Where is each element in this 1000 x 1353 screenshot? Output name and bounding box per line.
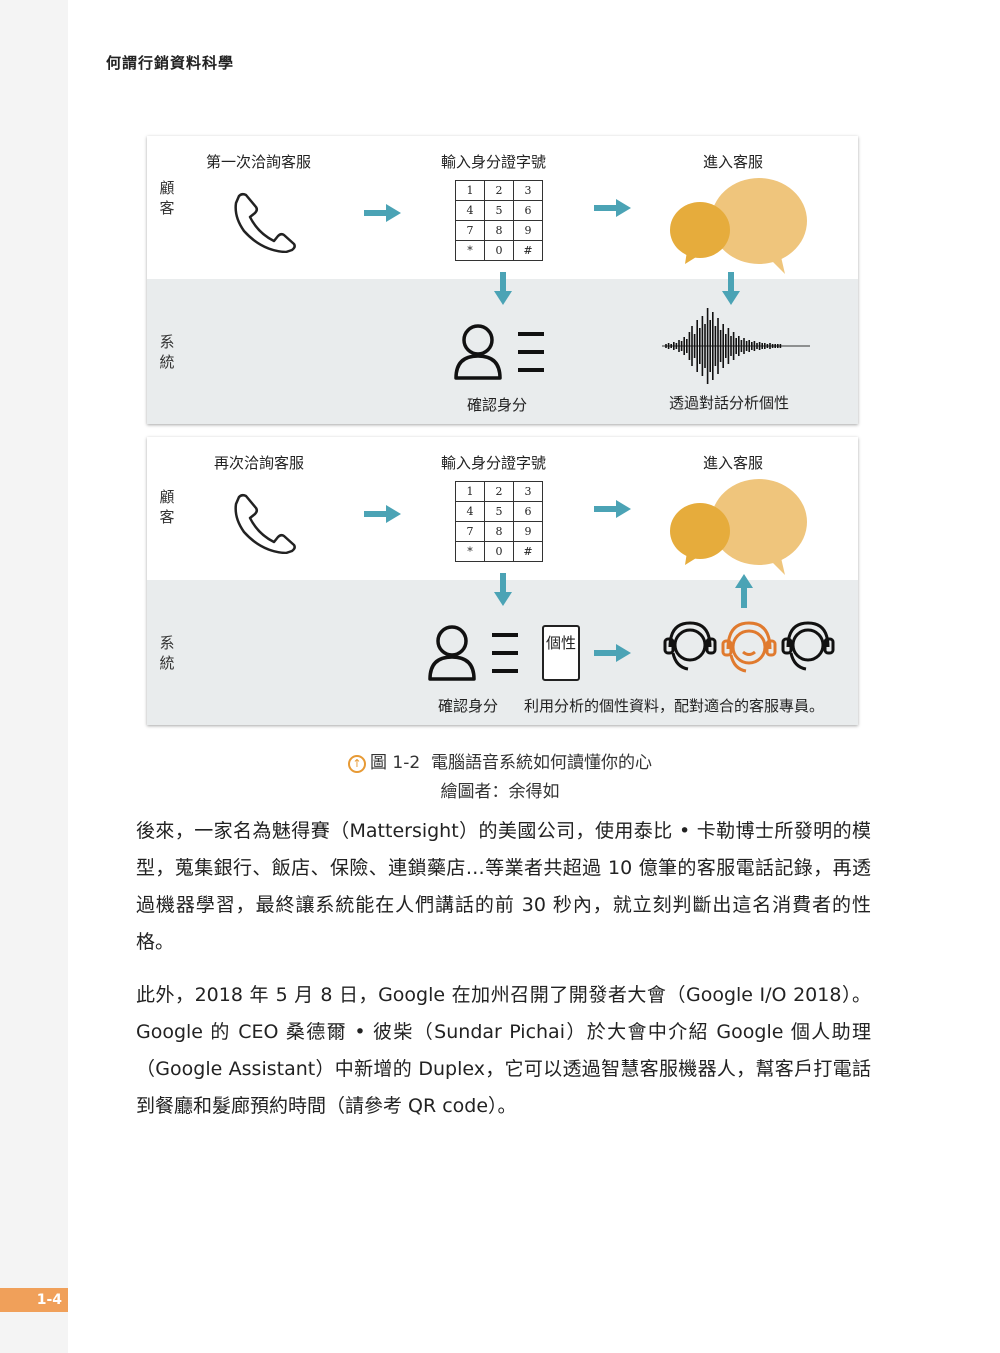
figure-panel-first-contact: 顧客 系統 第一次洽詢客服 輸入身分證字號 進入客服 1 2 3 4 5 6 7…: [147, 136, 858, 424]
step-enter-id-label: 輸入身分證字號: [441, 454, 547, 472]
arrow-up-icon: [735, 574, 753, 608]
keypad-key: 3: [513, 481, 543, 502]
keypad-key: 1: [455, 180, 485, 201]
arrow-down-icon: [722, 272, 740, 305]
arrow-right-icon: [364, 505, 401, 523]
arrow-right-icon: [594, 644, 631, 662]
phone-icon: [234, 192, 296, 253]
figure-caption: ↑圖 1-2 電腦語音系統如何讀懂你的心: [0, 748, 1000, 773]
match-agent-label: 利用分析的個性資料，配對適合的客服專員。: [524, 697, 825, 715]
chat-bubbles-icon: [670, 178, 807, 274]
keypad-key: 1: [455, 481, 485, 502]
step-enter-service-label: 進入客服: [703, 454, 764, 472]
personality-analysis-label: 透過對話分析個性: [669, 394, 790, 412]
personality-document-icon: 個性: [542, 625, 580, 681]
keypad-key: 5: [484, 501, 514, 522]
keypad-key: 9: [513, 521, 543, 542]
phone-icon: [234, 493, 296, 554]
keypad-key: 2: [484, 481, 514, 502]
row-label-system: 系統: [159, 333, 175, 371]
row-label-system: 系統: [159, 634, 175, 672]
row-label-customer: 顧客: [159, 488, 175, 526]
customer-service-agents-icon: [663, 621, 835, 673]
user-profile-icon: [428, 625, 518, 681]
row-label-customer: 顧客: [159, 179, 175, 217]
figure-credit: 繪圖者：余得如: [440, 782, 560, 802]
figure-panel-return-contact: 顧客 系統 再次洽詢客服 輸入身分證字號 進入客服 1 2 3 4 5 6 7 …: [147, 437, 858, 725]
keypad-key: 4: [455, 501, 485, 522]
keypad-grid: 1 2 3 4 5 6 7 8 9 * 0 #: [455, 481, 543, 562]
figure-caption-text: 圖 1-2 電腦語音系統如何讀懂你的心: [370, 753, 652, 773]
keypad-key: 3: [513, 180, 543, 201]
keypad-key: 8: [484, 220, 514, 241]
body-paragraph: 後來，一家名為魅得賽（Mattersight）的美國公司，使用泰比 • 卡勒博士…: [136, 820, 871, 953]
arrow-down-icon: [494, 272, 512, 305]
page-margin-strip: [0, 0, 68, 1353]
arrow-right-icon: [594, 199, 631, 217]
keypad-key: 6: [513, 200, 543, 221]
running-header: 何謂行銷資料科學: [106, 54, 235, 72]
keypad-key: *: [455, 541, 485, 562]
arrow-down-icon: [494, 573, 512, 606]
keypad-key: 8: [484, 521, 514, 542]
keypad-key: 7: [455, 521, 485, 542]
keypad-key: 9: [513, 220, 543, 241]
keypad-grid: 1 2 3 4 5 6 7 8 9 * 0 #: [455, 180, 543, 261]
step-enter-service-label: 進入客服: [703, 153, 764, 171]
keypad-key: 2: [484, 180, 514, 201]
step-enter-id-label: 輸入身分證字號: [441, 153, 547, 171]
user-profile-icon: [454, 324, 544, 380]
keypad-key: 0: [484, 240, 514, 261]
body-paragraph: 此外，2018 年 5 月 8 日，Google 在加州召開了開發者大會（Goo…: [136, 984, 871, 1117]
keypad-key: 4: [455, 200, 485, 221]
step-first-inquiry-label: 第一次洽詢客服: [206, 153, 312, 171]
confirm-identity-label: 確認身分: [438, 697, 499, 715]
sound-waveform-icon: [662, 308, 810, 384]
arrow-right-icon: [364, 204, 401, 222]
keypad-key: 7: [455, 220, 485, 241]
keypad-key: 0: [484, 541, 514, 562]
step-repeat-inquiry-label: 再次洽詢客服: [214, 454, 305, 472]
keypad-key: *: [455, 240, 485, 261]
chat-bubbles-icon: [670, 479, 807, 575]
keypad-key: 6: [513, 501, 543, 522]
page-number-tab: 1-4: [0, 1288, 68, 1312]
arrow-right-icon: [594, 500, 631, 518]
confirm-identity-label: 確認身分: [467, 396, 528, 414]
keypad-key: #: [513, 240, 543, 261]
arrow-up-circle-icon: ↑: [348, 755, 366, 773]
keypad-key: 5: [484, 200, 514, 221]
keypad-key: #: [513, 541, 543, 562]
